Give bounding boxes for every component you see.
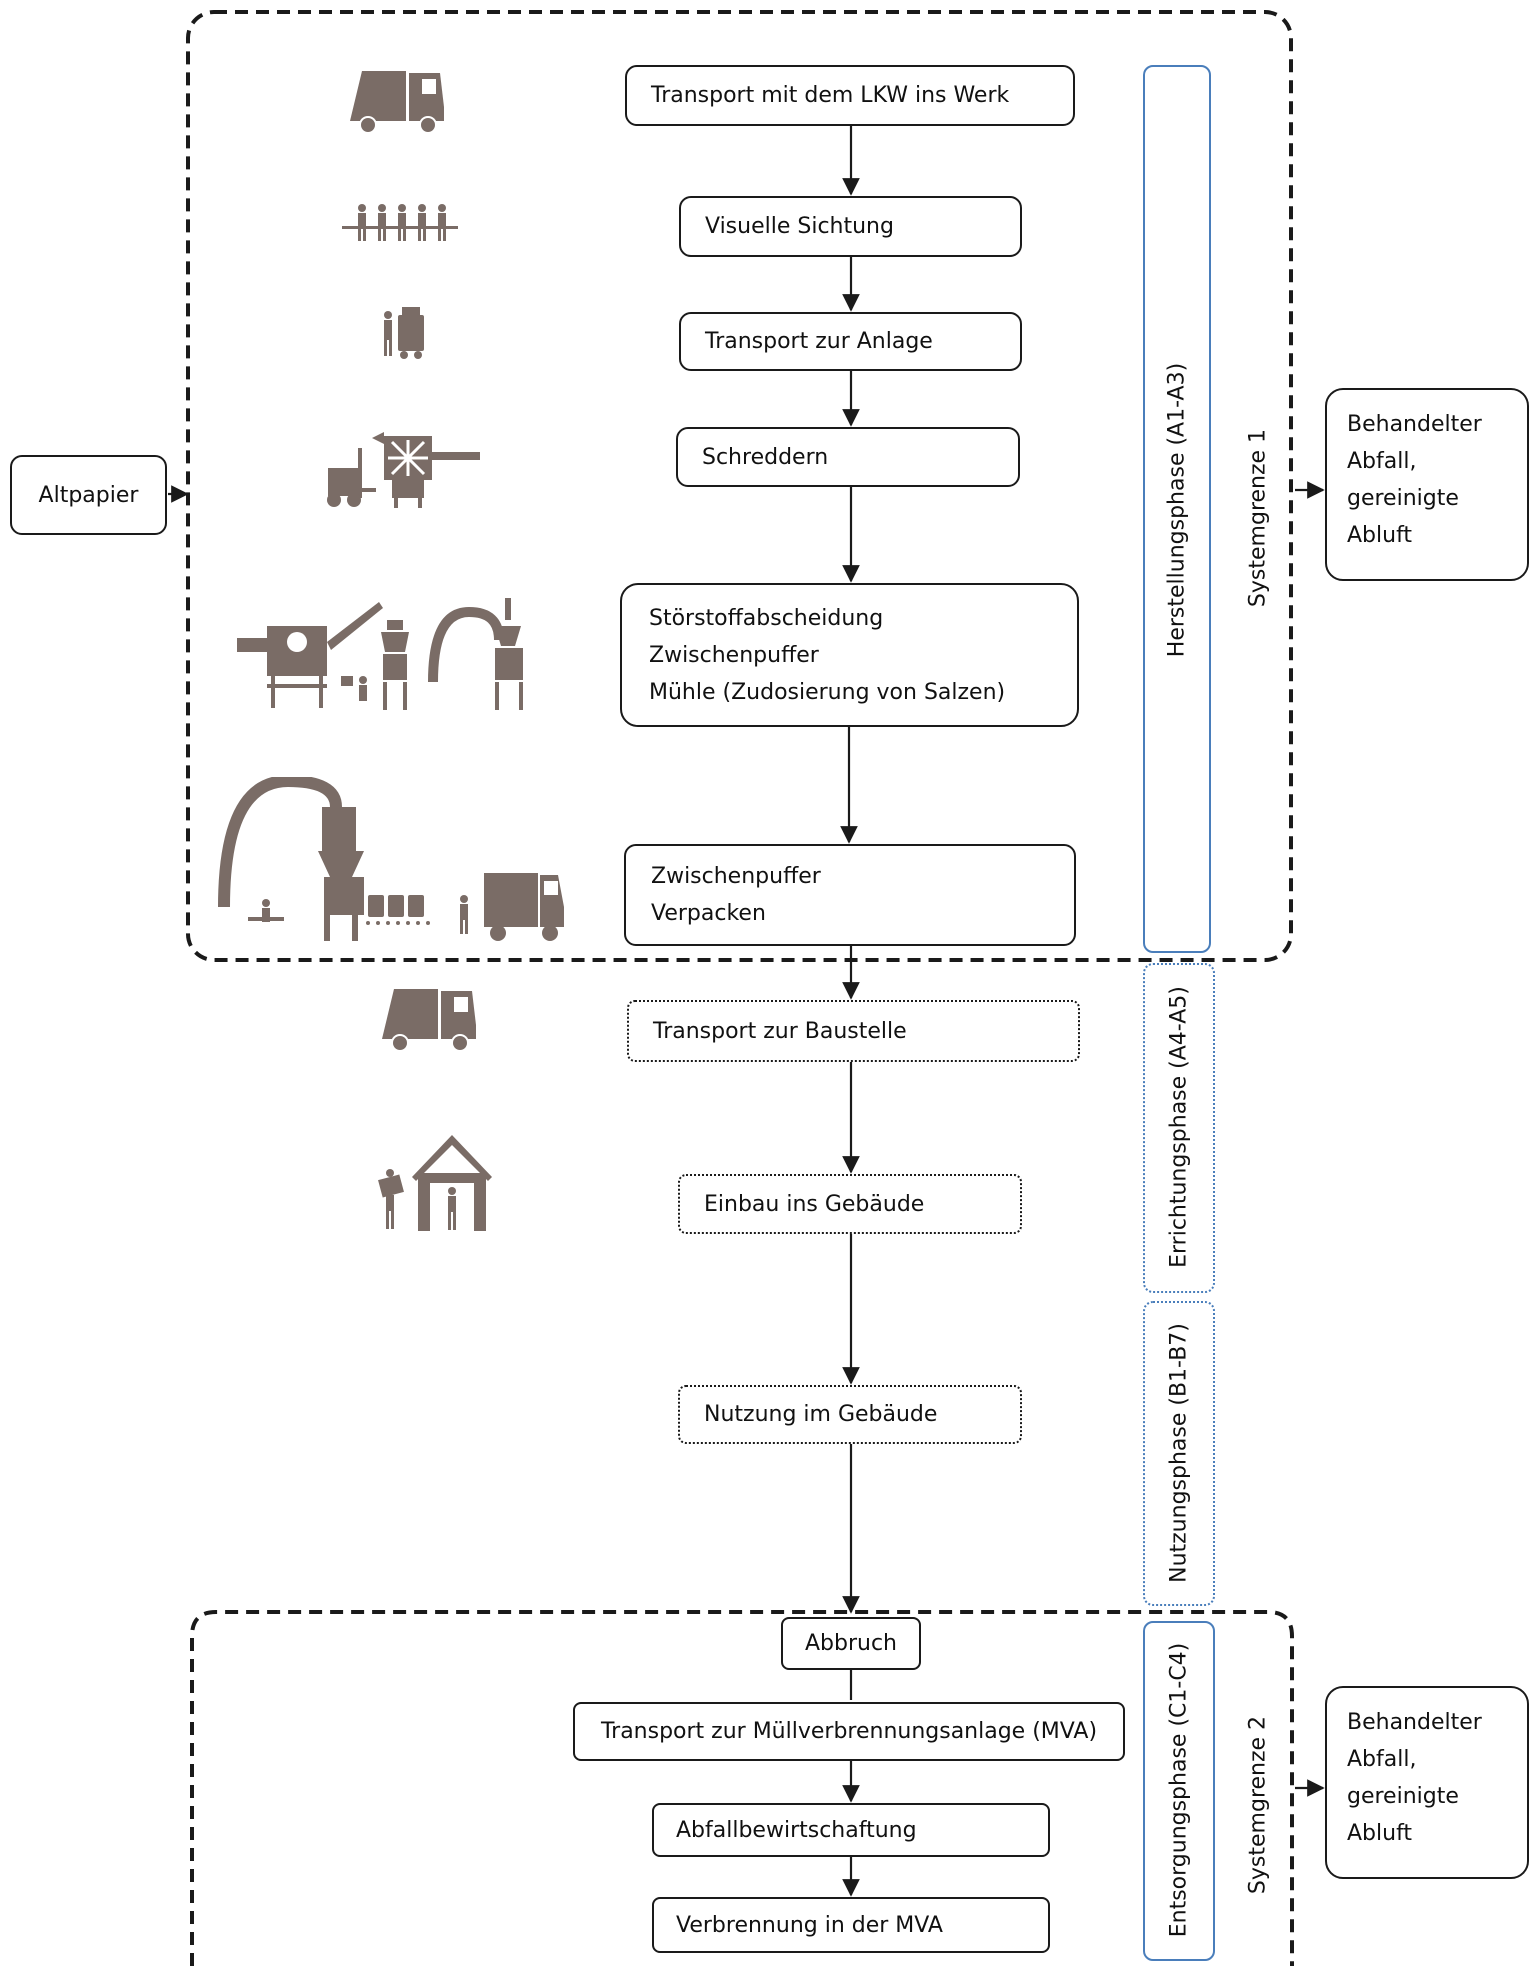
step-transport-to-plant: Transport mit dem LKW ins Werk (625, 65, 1075, 126)
step-label: Störstoffabscheidung (649, 605, 884, 631)
phase-label-construction: Errichtungsphase (A4-A5) (1166, 986, 1192, 1268)
garbage-truck-icon (350, 71, 444, 134)
output-1-line: Abluft (1347, 523, 1413, 548)
phase-bar-manufacturing (1143, 65, 1211, 953)
step-demolition: Abbruch (781, 1617, 921, 1670)
step-transport-to-site: Transport zur Baustelle (627, 1000, 1080, 1062)
output-2-line: gereinigte (1347, 1784, 1459, 1809)
output-1-line: gereinigte (1347, 486, 1459, 511)
step-label: Transport zur Müllverbrennungsanlage (MV… (600, 1719, 1098, 1744)
step-incineration: Verbrennung in der MVA (652, 1897, 1050, 1953)
output-2-line: Abfall, (1347, 1747, 1417, 1772)
worker-with-container-icon (384, 307, 424, 359)
house-installation-icon (378, 1135, 492, 1231)
system-boundary-1-frame (186, 10, 1293, 962)
step-label: Abfallbewirtschaftung (676, 1817, 917, 1843)
system-boundary-2-frame (190, 1610, 1294, 1966)
phase-label-end-of-life: Entsorgungsphase (C1-C4) (1166, 1642, 1192, 1938)
step-transport-to-incinerator: Transport zur Müllverbrennungsanlage (MV… (573, 1702, 1125, 1761)
phase-bar-use (1143, 1301, 1215, 1606)
step-label: Abbruch (804, 1631, 897, 1656)
step-label: Visuelle Sichtung (705, 214, 894, 239)
phase-bar-end-of-life (1143, 1621, 1215, 1961)
step-label: Transport zur Anlage (705, 329, 933, 354)
step-label: Transport mit dem LKW ins Werk (651, 83, 1010, 108)
step-label: Zwischenpuffer (649, 642, 819, 668)
phase-label-manufacturing: Herstellungsphase (A1-A3) (1164, 362, 1190, 658)
step-label: Verbrennung in der MVA (676, 1912, 943, 1938)
system-boundary-2-label: Systemgrenze 2 (1245, 1715, 1271, 1895)
phase-label-use: Nutzungsphase (B1-B7) (1166, 1323, 1192, 1583)
step-transport-to-facility: Transport zur Anlage (679, 312, 1022, 371)
step-label: Mühle (Zudosierung von Salzen) (649, 679, 1006, 705)
system-boundary-1-label: Systemgrenze 1 (1245, 428, 1271, 608)
step-waste-management: Abfallbewirtschaftung (652, 1803, 1050, 1857)
step-label: Zwischenpuffer (651, 864, 821, 889)
delivery-truck-icon (382, 989, 476, 1052)
step-separation-mill: Störstoffabscheidung Zwischenpuffer Mühl… (620, 583, 1079, 727)
step-label: Einbau ins Gebäude (704, 1191, 925, 1217)
step-label: Nutzung im Gebäude (704, 1402, 938, 1427)
forklift-shredder-icon (327, 432, 480, 508)
step-label: Verpacken (651, 901, 766, 926)
output-box-1: Behandelter Abfall, gereinigte Abluft (1325, 388, 1529, 581)
separation-mill-line-icon (237, 598, 523, 710)
input-box: Altpapier (10, 455, 167, 535)
step-label: Schreddern (702, 444, 829, 470)
output-1-line: Abfall, (1347, 449, 1417, 474)
step-installation: Einbau ins Gebäude (678, 1174, 1022, 1234)
input-label: Altpapier (38, 482, 139, 508)
output-1-line: Behandelter (1347, 412, 1482, 437)
packaging-line-icon (218, 777, 564, 941)
output-2-line: Abluft (1347, 1821, 1413, 1846)
phase-bar-construction (1143, 963, 1215, 1293)
step-visual-inspection: Visuelle Sichtung (679, 196, 1022, 257)
step-use-in-building: Nutzung im Gebäude (678, 1385, 1022, 1444)
step-buffer-packaging: Zwischenpuffer Verpacken (624, 844, 1076, 946)
sorting-workers-icon (342, 204, 458, 241)
step-shredding: Schreddern (676, 427, 1020, 487)
step-label: Transport zur Baustelle (653, 1018, 907, 1044)
output-2-line: Behandelter (1347, 1710, 1482, 1735)
output-box-2: Behandelter Abfall, gereinigte Abluft (1325, 1686, 1529, 1879)
